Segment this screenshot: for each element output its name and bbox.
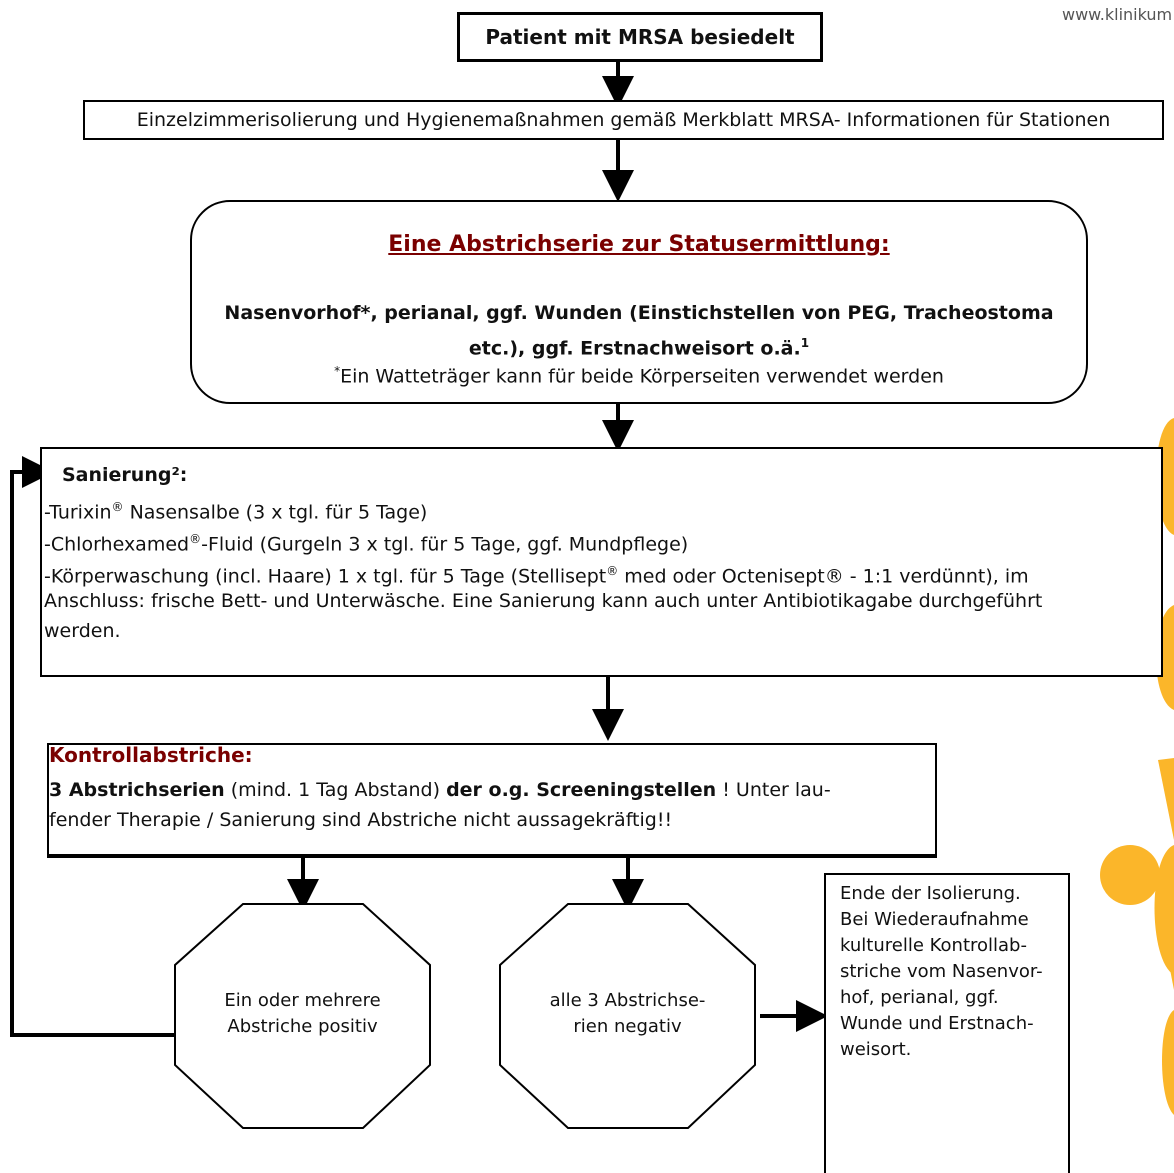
screening-box: Eine Abstrichserie zur Statusermittlung:… xyxy=(190,200,1088,404)
start-box: Patient mit MRSA besiedelt xyxy=(457,12,823,62)
kontroll-content: Kontrollabstriche: xyxy=(47,743,937,856)
sanierung-item3: -Körperwaschung (incl. Haare) 1 x tgl. f… xyxy=(44,557,1029,590)
end-line: weisort. xyxy=(840,1039,912,1060)
registered-mark: ® xyxy=(111,500,124,514)
sanierung-box: Sanierung²: -Turixin® Nasensalbe (3 x tg… xyxy=(40,447,1163,677)
sanierung-item3-a: -Körperwaschung (incl. Haare) 1 x tgl. f… xyxy=(44,565,607,588)
kontroll-line1-mid: (mind. 1 Tag Abstand) xyxy=(224,779,447,801)
screening-line1: Nasenvorhof*, perianal, ggf. Wunden (Ein… xyxy=(224,302,1054,324)
screening-line2-wrap: etc.), ggf. Erstnachweisort o.ä.1 xyxy=(192,328,1086,363)
sanierung-item3-cont: Anschluss: frische Bett- und Unterwäsche… xyxy=(44,590,1043,612)
end-line: kulturelle Kontrollab- xyxy=(840,935,1027,956)
screening-title: Eine Abstrichserie zur Statusermittlung: xyxy=(388,232,890,257)
sanierung-item3-b: med oder Octenisept® - 1:1 verdünnt), im xyxy=(618,565,1029,588)
isolation-box: Einzelzimmerisolierung und Hygienemaßnah… xyxy=(83,100,1164,140)
positive-line2: Abstriche positiv xyxy=(227,1016,378,1037)
sanierung-item1-b: Nasensalbe (3 x tgl. für 5 Tage) xyxy=(123,501,428,524)
sanierung-item2-b: -Fluid (Gurgeln 3 x tgl. für 5 Tage, ggf… xyxy=(201,533,689,556)
registered-mark: ® xyxy=(606,564,619,578)
screening-note-star: * xyxy=(334,364,341,378)
end-line: Wunde und Erstnach- xyxy=(840,1013,1034,1034)
positive-label: Ein oder mehrere Abstriche positiv xyxy=(175,988,430,1040)
screening-line2: etc.), ggf. Erstnachweisort o.ä. xyxy=(468,337,801,360)
sanierung-item1: -Turixin® Nasensalbe (3 x tgl. für 5 Tag… xyxy=(44,493,427,526)
end-line: Bei Wiederaufnahme xyxy=(840,909,1029,930)
kontroll-line1: 3 Abstrichserien (mind. 1 Tag Abstand) d… xyxy=(49,776,831,804)
registered-mark: ® xyxy=(189,532,202,546)
start-label: Patient mit MRSA besiedelt xyxy=(485,25,795,49)
screening-line2-footnote: 1 xyxy=(800,336,810,350)
kontroll-extension xyxy=(47,743,937,858)
end-box: Ende der Isolierung. Bei Wiederaufnahme … xyxy=(824,873,1070,1173)
sanierung-title: Sanierung²: xyxy=(62,464,188,486)
kontroll-title: Kontrollabstriche: xyxy=(49,743,253,767)
kontroll-line1-bold1: 3 Abstrichserien xyxy=(49,779,225,801)
kontroll-line2: fender Therapie / Sanierung sind Abstric… xyxy=(49,809,673,831)
kontroll-line1-bold2: der o.g. Screeningstellen xyxy=(446,779,717,801)
screening-note: Ein Watteträger kann für beide Körpersei… xyxy=(340,365,944,388)
kontroll-line1-end: ! Unter lau- xyxy=(716,779,831,801)
loop-back-arrow xyxy=(10,456,200,1037)
end-lines: Ende der Isolierung. Bei Wiederaufnahme … xyxy=(826,875,1068,1063)
sanierung-item2: -Chlorhexamed®-Fluid (Gurgeln 3 x tgl. f… xyxy=(44,525,688,558)
watermark-url[interactable]: www.klinikum xyxy=(1062,5,1173,24)
negative-line1: alle 3 Abstrichse- xyxy=(549,990,706,1011)
octagon-negative xyxy=(499,903,756,1129)
screening-note-wrap: *Ein Watteträger kann für beide Körperse… xyxy=(192,356,1086,391)
sanierung-item2-a: -Chlorhexamed xyxy=(44,533,190,556)
sanierung-item3-end: werden. xyxy=(44,620,121,642)
octagon-positive xyxy=(174,903,431,1129)
end-line: hof, perianal, ggf. xyxy=(840,987,999,1008)
sanierung-item1-a: -Turixin xyxy=(44,501,112,524)
negative-line2: rien negativ xyxy=(573,1016,682,1037)
isolation-label: Einzelzimmerisolierung und Hygienemaßnah… xyxy=(136,109,1111,131)
end-line: striche vom Nasenvor- xyxy=(840,961,1043,982)
positive-line1: Ein oder mehrere xyxy=(224,990,381,1011)
end-line: Ende der Isolierung. xyxy=(840,883,1021,904)
negative-label: alle 3 Abstrichse- rien negativ xyxy=(500,988,755,1040)
